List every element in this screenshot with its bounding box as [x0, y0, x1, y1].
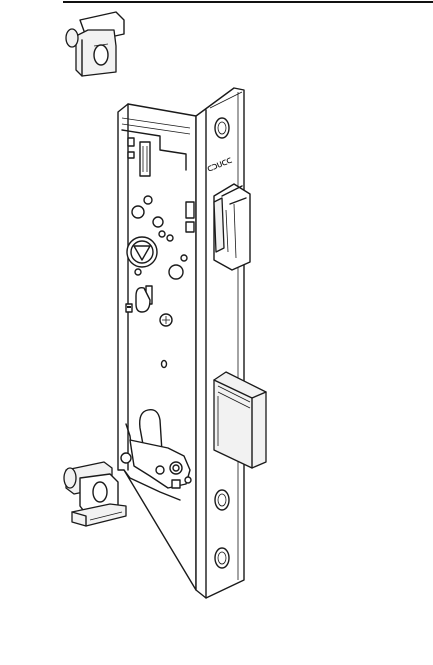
striker-cap-top: [65, 11, 125, 77]
latch-bolt: [213, 183, 251, 271]
striker-cap-bottom: [63, 461, 127, 527]
top-rule: [63, 1, 433, 3]
faceplate: ᑕᑐᑌᑕᑕ: [195, 87, 245, 599]
lock-case: [117, 103, 197, 591]
dead-bolt: [213, 371, 267, 469]
